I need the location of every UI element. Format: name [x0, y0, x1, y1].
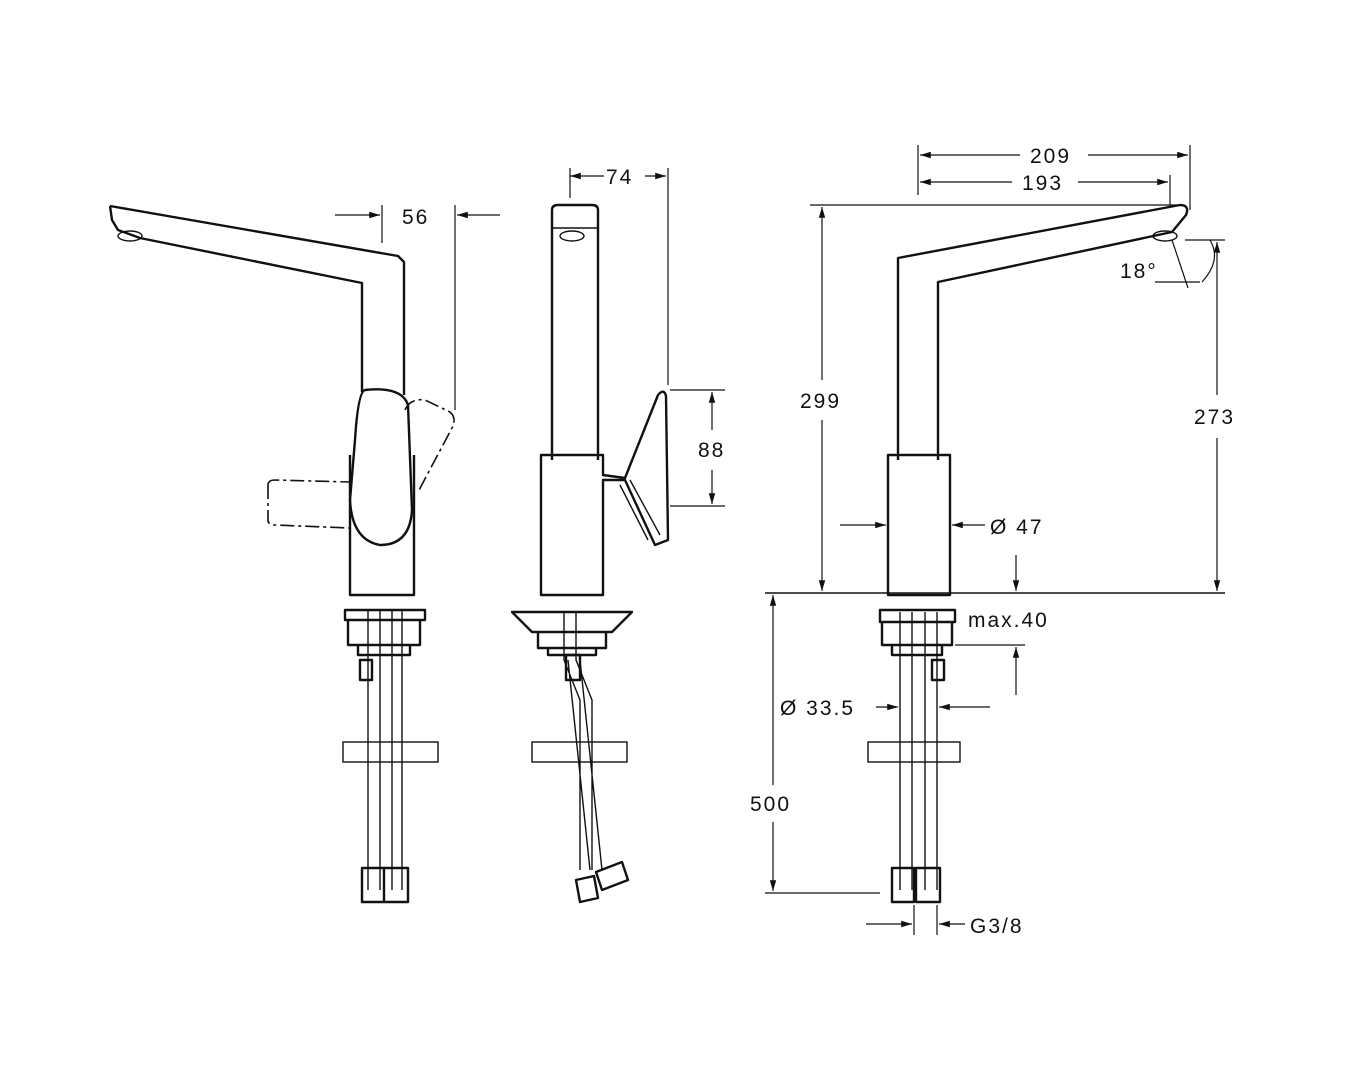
front-view: 74 88: [510, 166, 725, 904]
dim-total-height: 299: [800, 390, 841, 413]
dim-body-diameter: Ø 47: [990, 516, 1044, 539]
dim-spout-height: 273: [1194, 406, 1235, 429]
dim-lever-offset: 56: [402, 206, 429, 229]
dim-max-deck-thickness: max.40: [968, 609, 1049, 632]
dim-spout-angle: 18°: [1120, 260, 1158, 283]
dim-spout-reach-total: 209: [1030, 145, 1071, 168]
dim-connection-thread: G3/8: [970, 915, 1024, 938]
dim-spout-reach: 193: [1022, 172, 1063, 195]
dim-lever-height: 88: [698, 439, 725, 462]
dim-hole-diameter: Ø 33.5: [780, 697, 855, 720]
dim-lever-depth: 74: [606, 166, 633, 189]
dim-hose-length: 500: [750, 793, 791, 816]
right-view-dimensions: 209 193 18° 299 273 Ø 47 max.40 Ø 33.5: [750, 145, 1235, 938]
left-view-lever-side: 56: [108, 204, 500, 904]
